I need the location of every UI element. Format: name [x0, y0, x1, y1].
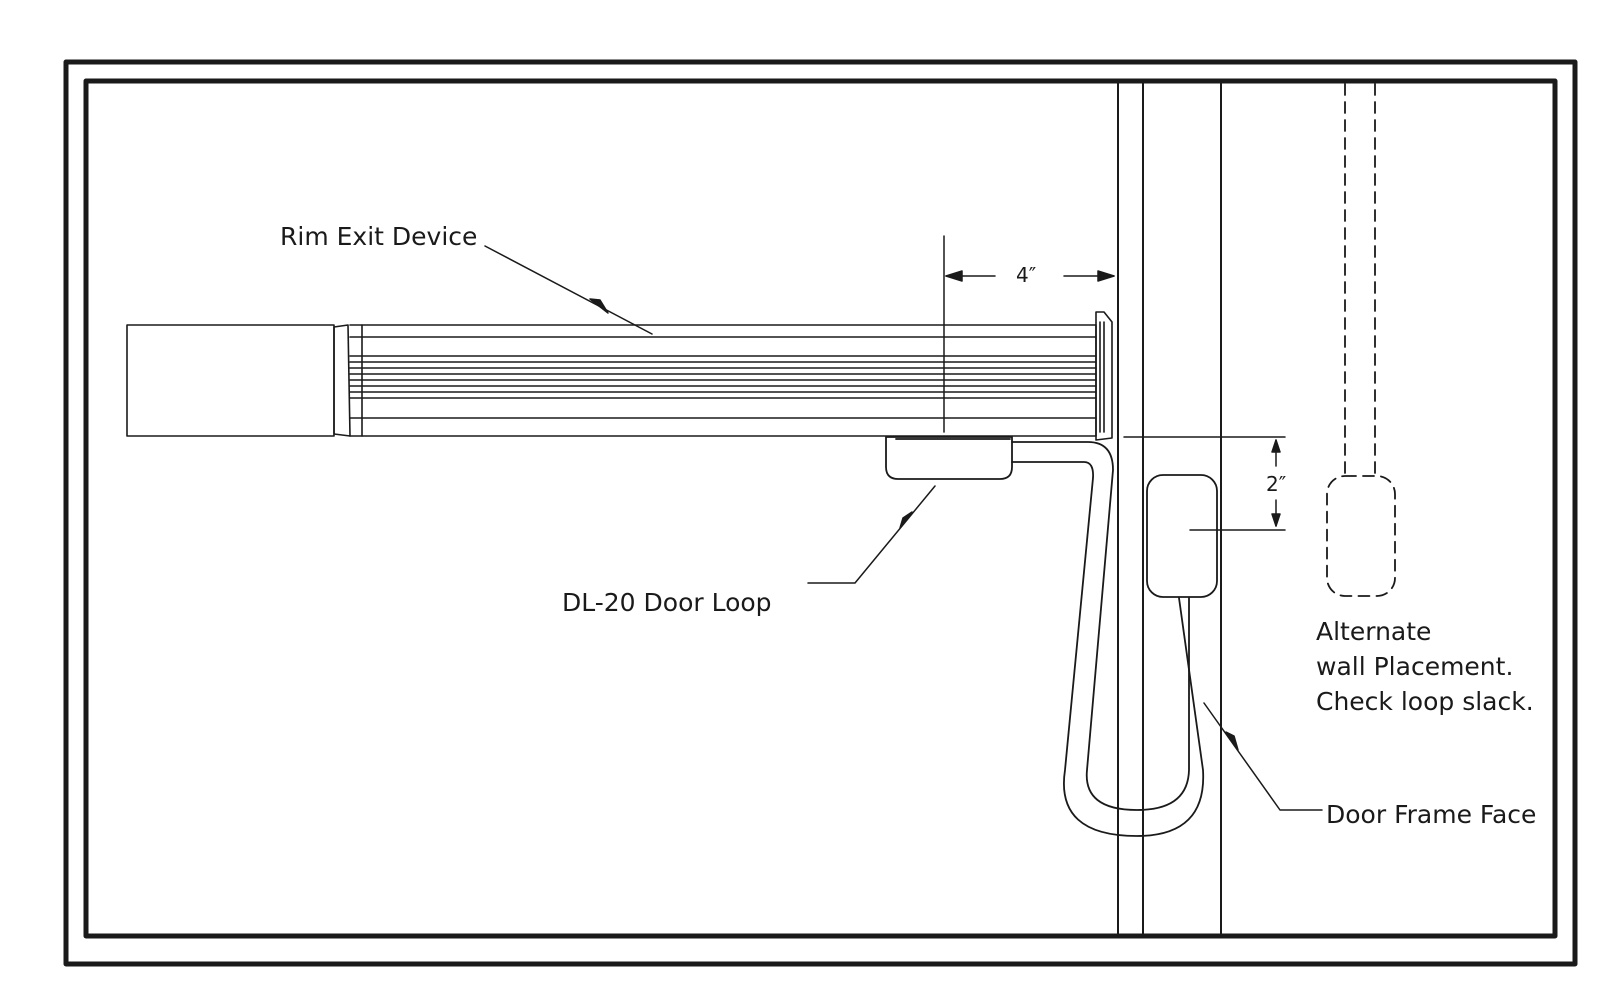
dimension-2in	[1123, 436, 1286, 531]
rim-exit-device	[126, 311, 1113, 441]
dimension-2in-label: 2″	[1266, 472, 1287, 496]
door-loop-label: DL-20 Door Loop	[562, 588, 772, 617]
outer-border	[63, 59, 1578, 967]
leader-lines	[484, 245, 1323, 811]
alternate-placement-line-1: Alternate	[1316, 617, 1432, 646]
alternate-placement-line-2: wall Placement.	[1316, 652, 1514, 681]
alternate-placement-note: Alternate wall Placement. Check loop sla…	[1316, 614, 1534, 719]
door-frame	[1117, 80, 1222, 937]
door-frame-face-label: Door Frame Face	[1326, 800, 1537, 829]
inner-border	[83, 78, 1558, 939]
alternate-placement-line-3: Check loop slack.	[1316, 687, 1534, 716]
dimension-4in	[943, 235, 1115, 433]
alternate-placement-outline	[1326, 83, 1396, 597]
door-loop	[885, 436, 1218, 837]
dimension-4in-label: 4″	[1016, 263, 1037, 287]
rim-exit-device-label: Rim Exit Device	[280, 222, 478, 251]
